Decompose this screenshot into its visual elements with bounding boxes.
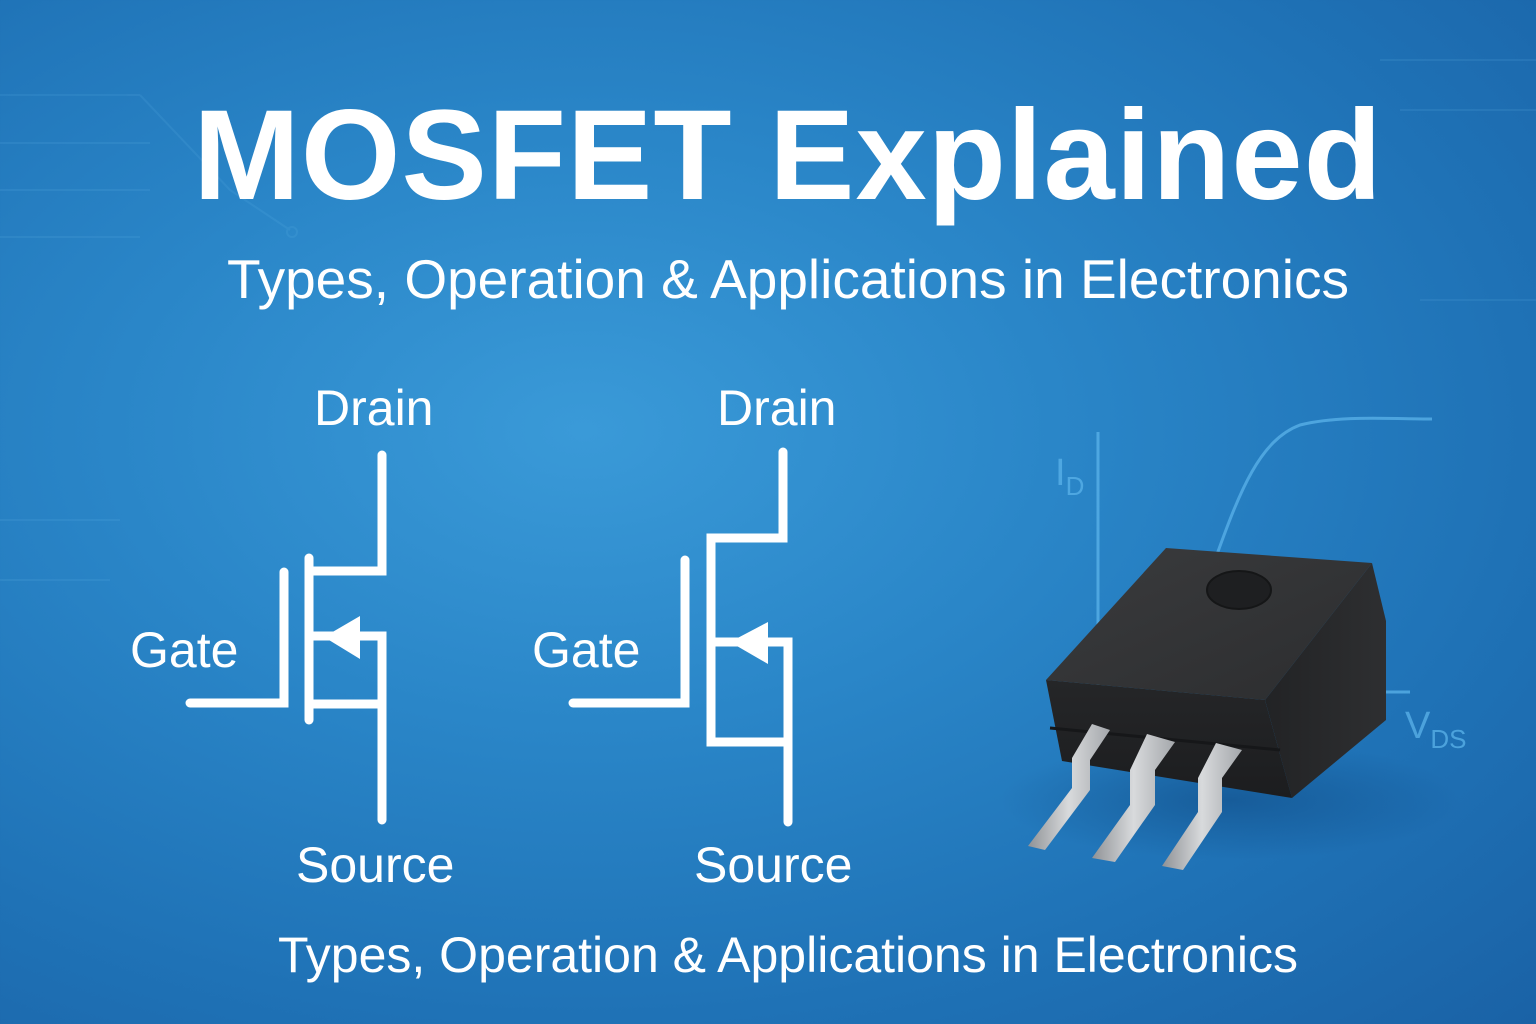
arrow-icon: [730, 622, 768, 664]
iv-curve: [1213, 416, 1433, 561]
left-source-label: Source: [296, 837, 455, 893]
arrow-icon: [324, 616, 360, 659]
lead-3: [1162, 743, 1242, 870]
mounting-hole-icon: [1206, 570, 1272, 610]
transistor-leads: [1028, 724, 1242, 870]
right-drain-label: Drain: [717, 380, 837, 436]
left-gate-label: Gate: [130, 622, 239, 678]
right-gate-label: Gate: [532, 622, 641, 678]
x-axis-label: VDS: [1405, 705, 1467, 754]
gate-lead: [568, 555, 690, 708]
drain-lead: [706, 447, 793, 747]
footer-caption: Types, Operation & Applications in Elect…: [278, 927, 1298, 983]
lead-1: [1028, 724, 1110, 850]
page-title: MOSFET Explained: [193, 84, 1383, 227]
page-subtitle: Types, Operation & Applications in Elect…: [227, 248, 1349, 310]
y-axis-label: ID: [1055, 452, 1085, 501]
lead-2: [1092, 734, 1175, 862]
package-side-face: [1265, 563, 1386, 798]
package-top-face: [1046, 548, 1372, 700]
left-drain-label: Drain: [314, 380, 434, 436]
drain-lead: [305, 450, 387, 576]
mosfet-symbol-right: [568, 447, 793, 827]
right-source-label: Source: [694, 837, 853, 893]
mosfet-symbol-left: [185, 450, 387, 825]
gate-lead: [185, 567, 289, 708]
